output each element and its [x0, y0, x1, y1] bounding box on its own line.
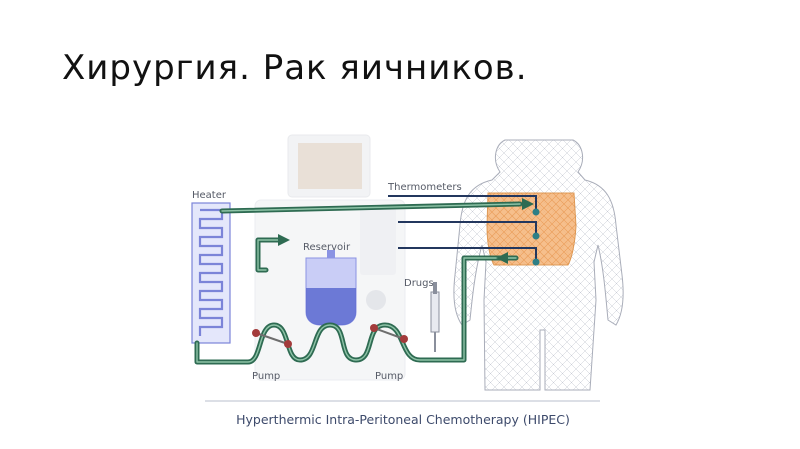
label-thermometers: Thermometers — [387, 182, 462, 193]
machine-knob — [366, 290, 386, 310]
pump-right-roller-b — [400, 335, 408, 343]
label-heater: Heater — [192, 190, 227, 201]
arrow-into-abdomen — [522, 198, 534, 210]
arrow-out-of-abdomen — [496, 252, 508, 264]
pump-left-roller-a — [252, 329, 260, 337]
pump-right-roller-a — [370, 324, 378, 332]
machine-screen — [298, 143, 362, 189]
reservoir-bag — [305, 250, 357, 326]
thermometer-tip-1 — [532, 208, 540, 216]
human-body — [453, 139, 624, 391]
thermometer-line-3 — [398, 247, 537, 260]
thermometer-probes — [388, 195, 537, 260]
tube-outflow-highlight — [221, 203, 521, 212]
pump-right — [370, 324, 408, 343]
tubing-circuit — [194, 201, 523, 365]
reservoir-fluid — [306, 288, 356, 325]
thermometer-tip-2 — [532, 232, 540, 240]
pump-left-rotor-arm — [255, 332, 289, 345]
tube-main-highlight — [196, 257, 517, 363]
label-pump-right: Pump — [375, 371, 403, 382]
syringe-barrel — [430, 291, 440, 333]
reservoir-hook — [327, 250, 335, 258]
tube-return-highlight — [257, 239, 281, 271]
pump-right-rotor-arm — [373, 327, 405, 340]
heater-coil — [198, 208, 224, 336]
label-drugs: Drugs — [404, 278, 434, 289]
thermometer-tips — [532, 208, 540, 266]
syringe-plunger — [433, 282, 437, 294]
arrow-return-loop — [278, 234, 290, 246]
thermometer-tip-3 — [532, 258, 540, 266]
machine-panel — [360, 205, 396, 275]
pump-left-roller-b — [284, 340, 292, 348]
pump-left — [252, 329, 292, 348]
slide-title: Хирургия. Рак яичников. — [62, 48, 528, 88]
label-pump-left: Pump — [252, 371, 280, 382]
label-reservoir: Reservoir — [303, 242, 351, 253]
drug-syringe — [430, 282, 440, 352]
heater — [191, 202, 231, 344]
diagram-caption: Hyperthermic Intra-Peritoneal Chemothera… — [236, 412, 570, 427]
thermometer-line-1 — [388, 195, 537, 210]
thermometer-line-2 — [398, 221, 537, 234]
